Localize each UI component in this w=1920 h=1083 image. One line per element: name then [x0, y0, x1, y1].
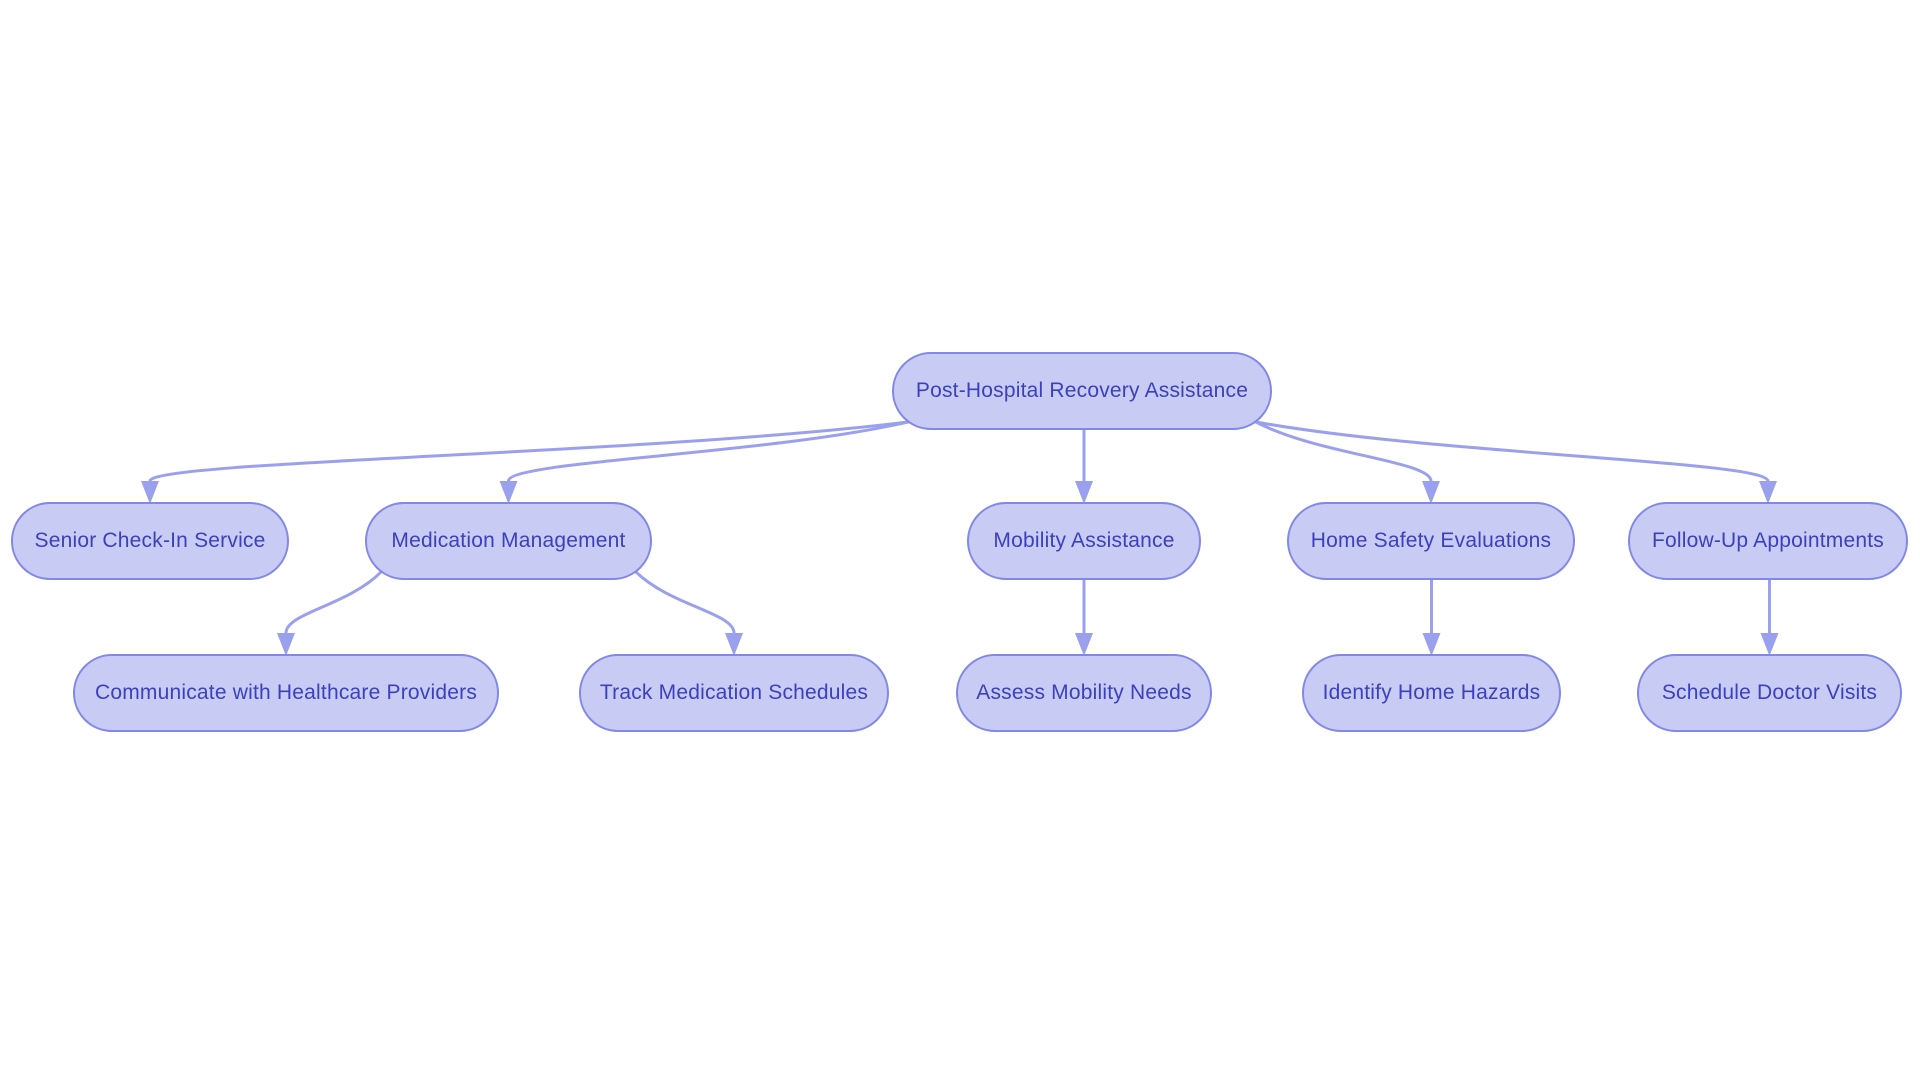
node-label-identify: Identify Home Hazards — [1322, 681, 1541, 705]
node-label-senior: Senior Check-In Service — [34, 529, 266, 553]
arrowhead-icon-mobility-assess — [1075, 633, 1093, 656]
node-label-root: Post-Hospital Recovery Assistance — [915, 379, 1249, 403]
node-track: Track Medication Schedules — [579, 654, 889, 732]
arrowhead-icon-root-medication — [499, 481, 518, 504]
node-assess: Assess Mobility Needs — [956, 654, 1212, 732]
arrowhead-icon-root-homesafety — [1422, 481, 1440, 504]
arrowhead-icon-medication-track — [725, 633, 743, 656]
node-communicate: Communicate with Healthcare Providers — [73, 654, 499, 732]
node-label-communicate: Communicate with Healthcare Providers — [94, 681, 478, 705]
arrowhead-icon-followup-schedule — [1760, 633, 1779, 656]
node-homesafety: Home Safety Evaluations — [1287, 502, 1575, 580]
edge-medication-communicate — [284, 570, 383, 635]
node-label-assess: Assess Mobility Needs — [976, 681, 1192, 705]
edge-root-followup — [1254, 420, 1770, 483]
node-root: Post-Hospital Recovery Assistance — [892, 352, 1272, 430]
node-label-track: Track Medication Schedules — [599, 681, 869, 705]
edge-root-homesafety — [1254, 420, 1433, 483]
node-medication: Medication Management — [365, 502, 652, 580]
arrowhead-icon-medication-communicate — [277, 633, 295, 656]
node-identify: Identify Home Hazards — [1302, 654, 1561, 732]
node-followup: Follow-Up Appointments — [1628, 502, 1908, 580]
edge-root-senior — [148, 420, 910, 483]
node-label-schedule: Schedule Doctor Visits — [1661, 681, 1878, 705]
node-label-followup: Follow-Up Appointments — [1651, 529, 1884, 553]
arrowhead-icon-root-senior — [141, 481, 159, 504]
node-label-homesafety: Home Safety Evaluations — [1310, 529, 1552, 553]
node-label-medication: Medication Management — [391, 529, 626, 553]
node-schedule: Schedule Doctor Visits — [1637, 654, 1902, 732]
edge-medication-track — [634, 570, 736, 635]
arrowhead-icon-homesafety-identify — [1422, 633, 1441, 656]
arrowhead-icon-root-mobility — [1075, 481, 1093, 504]
node-senior: Senior Check-In Service — [11, 502, 289, 580]
node-label-mobility: Mobility Assistance — [993, 529, 1175, 553]
node-mobility: Mobility Assistance — [967, 502, 1201, 580]
arrowhead-icon-root-followup — [1759, 481, 1777, 504]
edge-root-medication — [507, 420, 910, 483]
